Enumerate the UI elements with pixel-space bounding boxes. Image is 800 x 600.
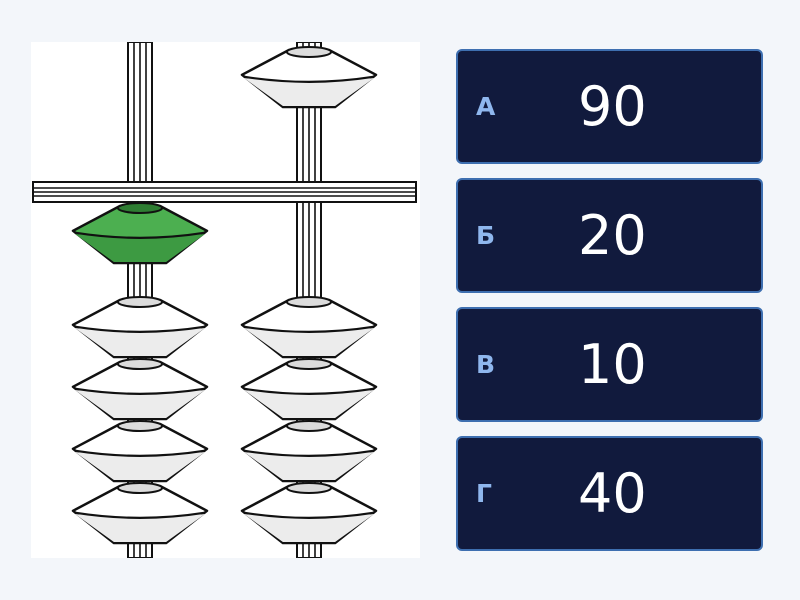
answer-letter-a: А [476, 92, 496, 121]
abacus-bead [240, 420, 378, 483]
answer-option-b[interactable]: Б 20 [456, 178, 763, 293]
answer-letter-g: Г [476, 479, 492, 508]
abacus-bead [240, 358, 378, 421]
abacus-bead [240, 482, 378, 545]
answer-option-a[interactable]: А 90 [456, 49, 763, 164]
answer-option-v[interactable]: В 10 [456, 307, 763, 422]
abacus-image [31, 42, 420, 558]
answer-value-v: 10 [578, 333, 647, 396]
abacus-beam [32, 181, 417, 203]
abacus-drawing [32, 42, 417, 558]
abacus-bead [71, 358, 209, 421]
abacus-bead [71, 482, 209, 545]
answer-value-g: 40 [578, 462, 647, 525]
abacus-bead-active [71, 202, 209, 265]
answer-option-g[interactable]: Г 40 [456, 436, 763, 551]
abacus-bead [71, 296, 209, 359]
answer-options: А 90 Б 20 В 10 Г 40 [456, 49, 763, 551]
answer-letter-v: В [476, 350, 496, 379]
abacus-bead [240, 46, 378, 109]
answer-letter-b: Б [476, 221, 496, 250]
abacus-bead [71, 420, 209, 483]
answer-value-a: 90 [578, 75, 647, 138]
abacus-bead [240, 296, 378, 359]
answer-value-b: 20 [578, 204, 647, 267]
